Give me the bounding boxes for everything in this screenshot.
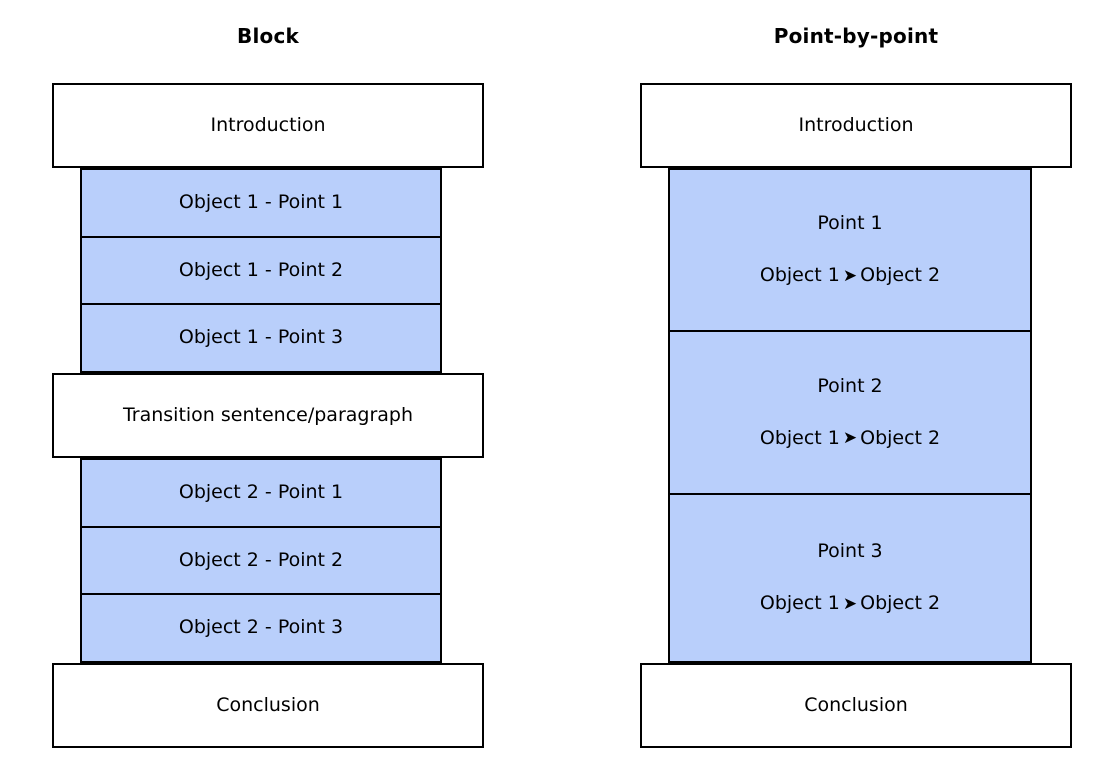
pbp-point1-box: Point 1 Object 1➤Object 2 (668, 168, 1032, 332)
block-object1-point3-box: Object 1 - Point 3 (80, 305, 442, 373)
pbp-point1-comparison: Object 1➤Object 2 (759, 264, 941, 287)
block-introduction-label: Introduction (210, 113, 326, 136)
pbp-point1-label: Point 1 (817, 212, 883, 235)
column-title-point-by-point: Point-by-point (773, 24, 939, 48)
right-arrow-icon: ➤ (842, 593, 858, 614)
pbp-point2-label: Point 2 (817, 374, 883, 397)
right-arrow-icon: ➤ (842, 265, 858, 286)
block-introduction-box: Introduction (52, 83, 484, 168)
block-object1-point2-box: Object 1 - Point 2 (80, 238, 442, 305)
block-object2-point1-label: Object 2 - Point 1 (178, 481, 344, 504)
block-object2-point1-box: Object 2 - Point 1 (80, 458, 442, 528)
pbp-point3-comparison: Object 1➤Object 2 (759, 592, 941, 615)
pbp-point3-object-b: Object 2 (860, 592, 941, 614)
block-object2-point3-box: Object 2 - Point 3 (80, 595, 442, 663)
block-object2-point2-label: Object 2 - Point 2 (178, 548, 344, 571)
block-object1-point1-label: Object 1 - Point 1 (178, 191, 344, 214)
pbp-conclusion-box: Conclusion (640, 663, 1072, 748)
block-object1-point1-box: Object 1 - Point 1 (80, 168, 442, 238)
pbp-point1-object-b: Object 2 (860, 264, 941, 286)
pbp-introduction-box: Introduction (640, 83, 1072, 168)
block-conclusion-box: Conclusion (52, 663, 484, 748)
pbp-introduction-label: Introduction (798, 113, 914, 136)
block-object1-point3-label: Object 1 - Point 3 (178, 326, 344, 349)
pbp-point2-object-b: Object 2 (860, 426, 941, 449)
right-arrow-icon: ➤ (842, 428, 858, 449)
pbp-point3-box: Point 3 Object 1➤Object 2 (668, 495, 1032, 663)
block-object2-point3-label: Object 2 - Point 3 (178, 616, 344, 639)
pbp-point3-label: Point 3 (817, 540, 883, 563)
block-conclusion-label: Conclusion (216, 693, 320, 716)
block-transition-box: Transition sentence/paragraph (52, 373, 484, 458)
block-object2-point2-box: Object 2 - Point 2 (80, 528, 442, 595)
block-transition-label: Transition sentence/paragraph (122, 403, 414, 426)
pbp-conclusion-label: Conclusion (804, 693, 908, 716)
column-title-block: Block (237, 24, 299, 48)
pbp-point2-box: Point 2 Object 1➤Object 2 (668, 332, 1032, 495)
pbp-point2-comparison: Object 1➤Object 2 (759, 426, 941, 450)
pbp-point3-object-a: Object 1 (759, 592, 840, 614)
block-object1-point2-label: Object 1 - Point 2 (178, 258, 344, 281)
pbp-point1-object-a: Object 1 (759, 264, 840, 286)
pbp-point2-object-a: Object 1 (759, 426, 840, 449)
